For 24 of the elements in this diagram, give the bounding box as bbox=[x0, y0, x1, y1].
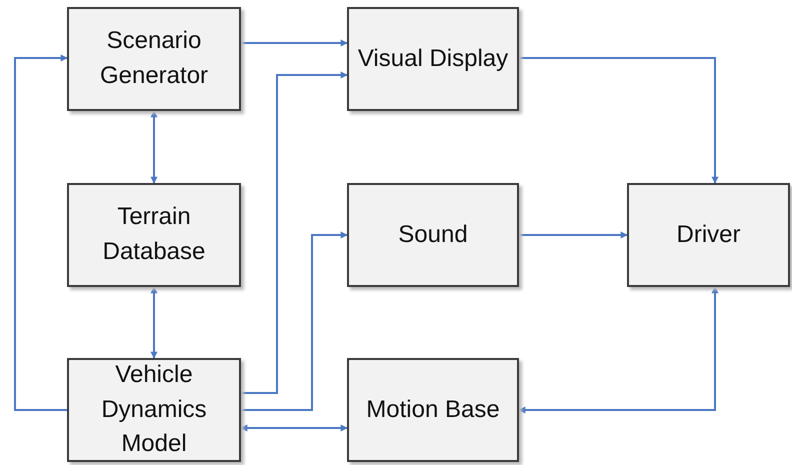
arrow bbox=[241, 232, 348, 411]
arrow bbox=[518, 286, 718, 414]
box-label: Driver bbox=[676, 220, 740, 250]
process-box bbox=[347, 358, 519, 462]
box-label: Terrain Database bbox=[102, 202, 206, 267]
box-label: Sound bbox=[398, 220, 468, 250]
process-box bbox=[67, 7, 241, 111]
box-label: Scenario Generator bbox=[98, 26, 210, 91]
arrow bbox=[519, 232, 628, 238]
box-label: Motion Base bbox=[366, 394, 500, 425]
box-label: Visual Display bbox=[358, 44, 508, 74]
process-box bbox=[67, 358, 241, 462]
process-box bbox=[347, 183, 519, 287]
arrow bbox=[150, 286, 158, 359]
arrow bbox=[14, 54, 68, 411]
process-box bbox=[347, 7, 519, 111]
arrow bbox=[241, 40, 348, 46]
arrow bbox=[150, 110, 158, 184]
arrow bbox=[240, 424, 348, 432]
box-label: Vehicle Dynamics Model bbox=[100, 360, 208, 460]
arrow bbox=[241, 72, 348, 394]
process-box bbox=[67, 183, 241, 287]
process-box bbox=[627, 183, 790, 287]
arrow bbox=[519, 57, 718, 184]
